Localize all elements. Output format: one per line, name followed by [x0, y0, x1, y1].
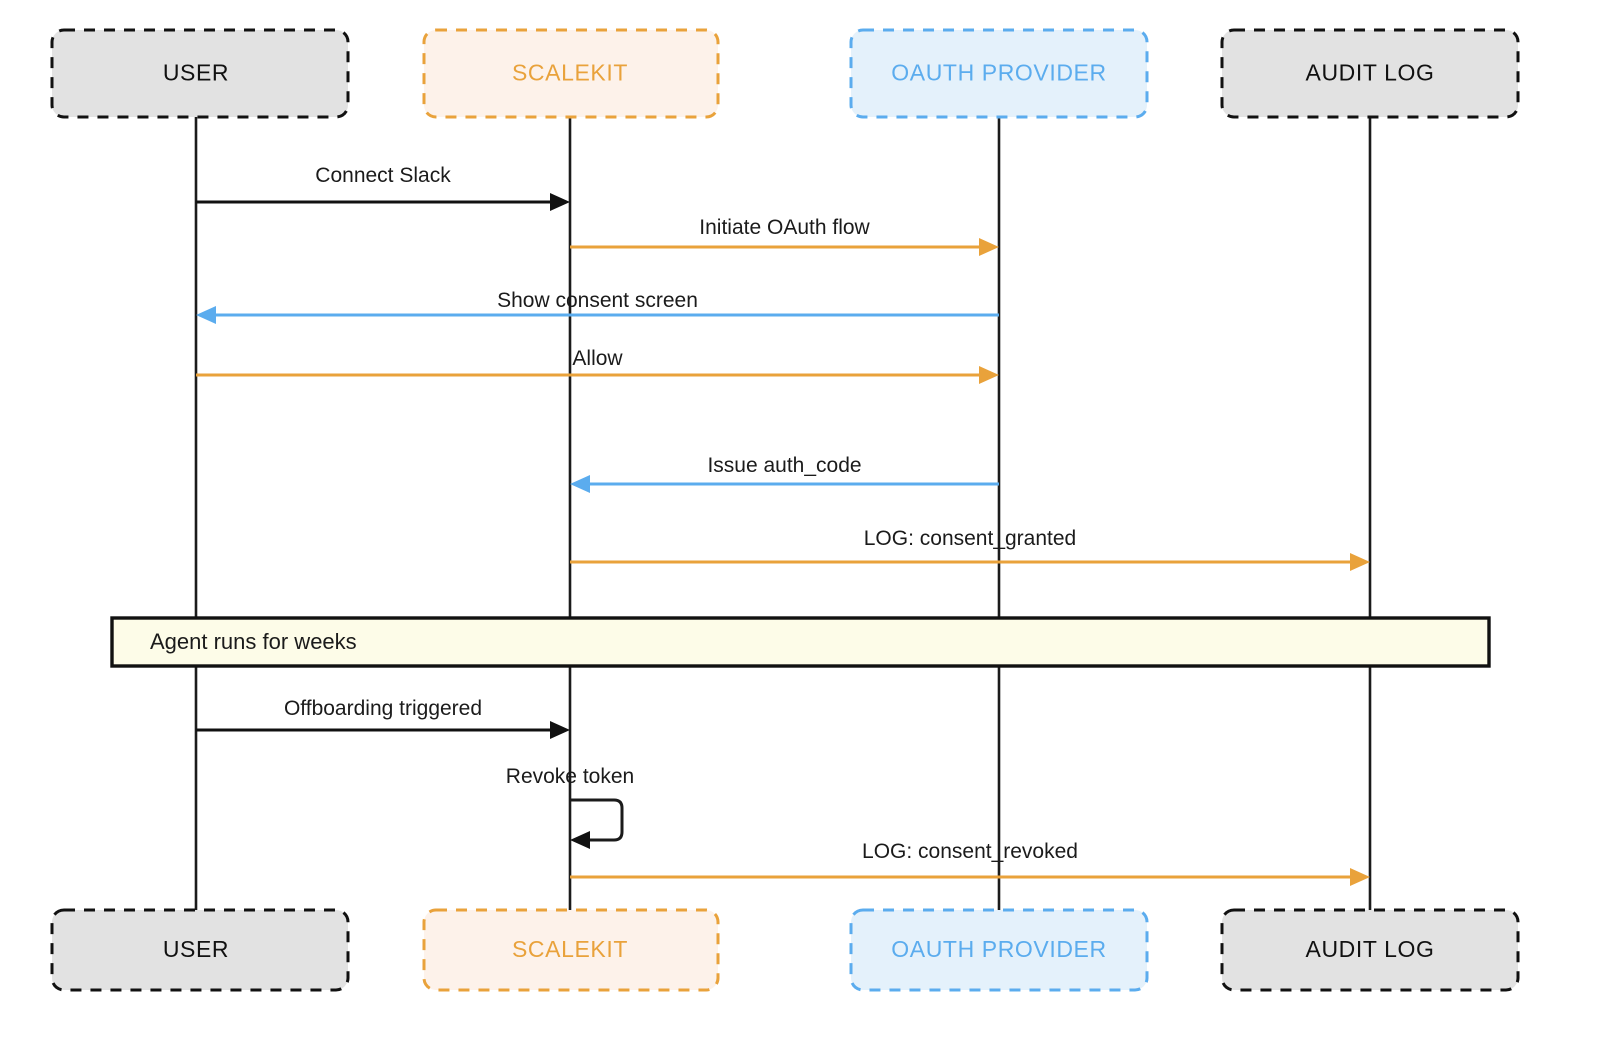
- participant-top-oauth[interactable]: OAUTH PROVIDER: [849, 28, 1149, 119]
- participants-layer: USER SCALEKIT OAUTH PROVIDER AUDIT LOG USER S…: [50, 28, 1520, 992]
- participant-bottom-audit[interactable]: AUDIT LOG: [1220, 908, 1520, 992]
- participant-box-user[interactable]: [50, 908, 350, 992]
- message-arrowhead-allow: [979, 366, 999, 384]
- participant-box-oauth[interactable]: [849, 28, 1149, 119]
- message-arrowhead-show-consent-screen: [196, 306, 216, 324]
- participant-label-oauth: OAUTH PROVIDER: [891, 936, 1106, 962]
- notes-layer: Agent runs for weeks: [110, 616, 1491, 668]
- message-label-issue-auth-code: Issue auth_code: [707, 454, 861, 477]
- message-arrowhead-log-consent-revoked: [1350, 868, 1370, 886]
- message-log-consent-revoked: LOG: consent_revoked: [570, 840, 1370, 886]
- note-label-agent-runs-note: Agent runs for weeks: [150, 629, 357, 654]
- message-label-connect-slack: Connect Slack: [315, 164, 451, 187]
- message-offboarding-triggered: Offboarding triggered: [196, 697, 570, 739]
- participant-label-user: USER: [163, 60, 229, 86]
- message-show-consent-screen: Show consent screen: [196, 289, 999, 324]
- message-arrowhead-log-consent-granted: [1350, 553, 1370, 571]
- message-label-initiate-oauth-flow: Initiate OAuth flow: [699, 216, 870, 239]
- message-label-offboarding-triggered: Offboarding triggered: [284, 697, 482, 720]
- message-label-allow: Allow: [572, 347, 623, 370]
- lifelines-layer: [194, 117, 1372, 910]
- message-arrowhead-initiate-oauth-flow: [979, 238, 999, 256]
- participant-bottom-scalekit[interactable]: SCALEKIT: [422, 908, 720, 992]
- note-box-agent-runs-note: [110, 616, 1491, 668]
- message-allow: Allow: [196, 347, 999, 384]
- participant-top-scalekit[interactable]: SCALEKIT: [422, 28, 720, 119]
- participant-bottom-oauth[interactable]: OAUTH PROVIDER: [849, 908, 1149, 992]
- participant-bottom-user[interactable]: USER: [50, 908, 350, 992]
- participant-top-audit[interactable]: AUDIT LOG: [1220, 28, 1520, 119]
- participant-box-audit[interactable]: [1220, 28, 1520, 119]
- message-label-show-consent-screen: Show consent screen: [497, 289, 698, 312]
- participant-box-user[interactable]: [50, 28, 350, 119]
- message-initiate-oauth-flow: Initiate OAuth flow: [570, 216, 999, 256]
- message-arrowhead-issue-auth-code: [570, 475, 590, 493]
- message-arrowhead-offboarding-triggered: [550, 721, 570, 739]
- participant-box-audit[interactable]: [1220, 908, 1520, 992]
- message-label-revoke-token: Revoke token: [506, 765, 634, 788]
- message-connect-slack: Connect Slack: [196, 164, 570, 211]
- participant-top-user[interactable]: USER: [50, 28, 350, 119]
- participant-label-audit: AUDIT LOG: [1306, 936, 1435, 962]
- message-line-revoke-token: [570, 798, 624, 842]
- participant-box-scalekit[interactable]: [422, 908, 720, 992]
- message-label-log-consent-revoked: LOG: consent_revoked: [862, 840, 1078, 863]
- participant-box-oauth[interactable]: [849, 908, 1149, 992]
- participant-label-scalekit: SCALEKIT: [512, 60, 628, 86]
- participant-label-user: USER: [163, 936, 229, 962]
- participant-label-oauth: OAUTH PROVIDER: [891, 60, 1106, 86]
- message-arrowhead-connect-slack: [550, 193, 570, 211]
- message-log-consent-granted: LOG: consent_granted: [570, 527, 1370, 571]
- message-label-log-consent-granted: LOG: consent_granted: [864, 527, 1076, 550]
- message-issue-auth-code: Issue auth_code: [570, 454, 999, 493]
- message-arrowhead-revoke-token: [570, 831, 590, 849]
- message-revoke-token: Revoke token: [506, 765, 634, 849]
- participant-box-scalekit[interactable]: [422, 28, 720, 119]
- participant-label-scalekit: SCALEKIT: [512, 936, 628, 962]
- participant-label-audit: AUDIT LOG: [1306, 60, 1435, 86]
